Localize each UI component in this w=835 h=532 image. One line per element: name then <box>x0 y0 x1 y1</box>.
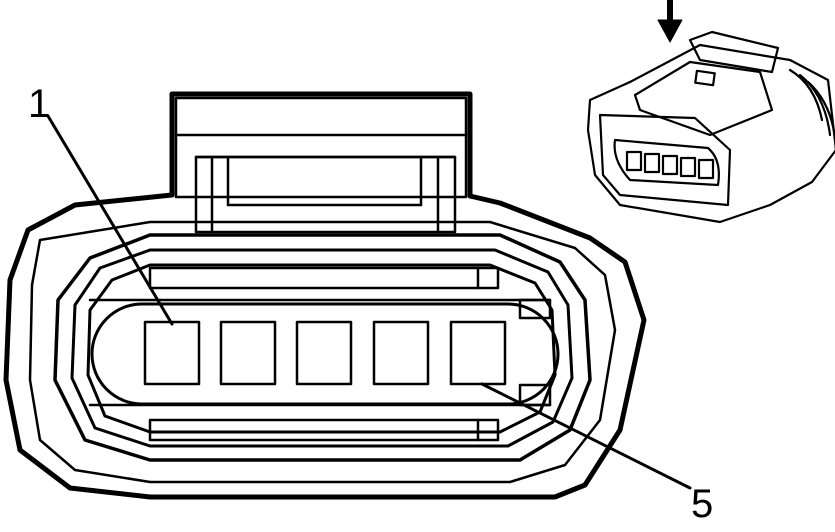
seal-ring-outer <box>53 233 592 462</box>
latch-tab <box>194 155 457 234</box>
terminal-5 <box>449 320 507 386</box>
inset-latch <box>633 60 774 137</box>
inset-terminal-5 <box>697 158 715 180</box>
connector-inset-icon <box>586 0 835 224</box>
keyway-right-lower <box>518 383 552 407</box>
guide-rail-lower <box>148 418 500 442</box>
connector-face-icon <box>3 91 692 500</box>
inset-latch-window <box>694 69 716 87</box>
terminal-4 <box>372 320 430 386</box>
latch-housing <box>174 96 468 199</box>
inset-cavity <box>613 138 720 187</box>
terminal-group <box>143 320 507 386</box>
guide-rail-upper <box>148 266 500 290</box>
inset-terminal-3 <box>661 154 679 176</box>
keyway-right-upper <box>518 298 552 320</box>
arrow-down-icon <box>657 0 683 43</box>
terminal-2 <box>219 320 277 386</box>
inset-body <box>586 43 835 224</box>
terminal-cavity <box>90 302 560 406</box>
terminal-3 <box>295 320 353 386</box>
inset-face <box>598 113 732 207</box>
inset-latch-tab <box>688 30 780 74</box>
outer-shell <box>3 91 647 500</box>
pin-label-5: 5 <box>691 482 714 526</box>
shell-inner-outline <box>28 220 617 484</box>
seal-ring-inner <box>86 263 557 434</box>
leader-line-5 <box>480 382 692 490</box>
inset-terminal-4 <box>679 156 697 178</box>
leader-line-1 <box>46 114 174 326</box>
inset-terminal-1 <box>625 150 643 172</box>
inset-side-ribs <box>788 68 835 151</box>
inset-terminal-2 <box>643 152 661 174</box>
seal-ring-middle <box>70 248 574 448</box>
pin-label-1: 1 <box>28 82 51 126</box>
terminal-1 <box>143 320 201 386</box>
